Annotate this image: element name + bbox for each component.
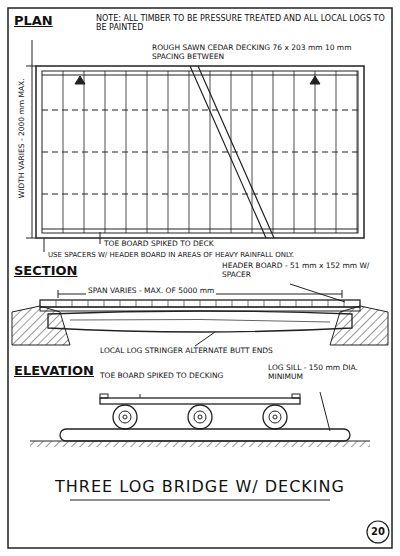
note: NOTE: ALL TIMBER TO BE PRESSURE TREATED … xyxy=(96,14,386,32)
view-heading: SECTION xyxy=(14,264,77,279)
title-underline xyxy=(70,499,330,500)
part-label: ROUGH SAWN CEDAR DECKING 76 x 203 mm 10 … xyxy=(150,44,364,61)
section-view xyxy=(12,284,388,346)
plan-view xyxy=(26,40,364,252)
part-label: LOG SILL - 150 mm DIA. MINIMUM xyxy=(268,364,388,381)
page-border xyxy=(8,8,392,548)
part-label: TOE BOARD SPIKED TO DECKING xyxy=(100,372,230,381)
view-heading: PLAN xyxy=(14,14,53,29)
page-number: 20 xyxy=(366,520,390,544)
dimension: WIDTH VARIES - 2000 mm MAX. xyxy=(18,38,27,238)
dimension: SPAN VARIES - MAX. OF 5000 mm xyxy=(86,287,216,296)
part-label: HEADER BOARD - 51 mm x 152 mm W/ SPACER xyxy=(222,262,382,279)
sheet-title: THREE LOG BRIDGE W/ DECKING xyxy=(20,478,380,496)
note: USE SPACERS W/ HEADER BOARD IN AREAS OF … xyxy=(48,251,393,259)
view-heading: ELEVATION xyxy=(14,364,94,379)
part-label: TOE BOARD SPIKED TO DECK xyxy=(104,240,304,249)
page-number-text: 20 xyxy=(367,521,389,542)
part-label: LOCAL LOG STRINGER ALTERNATE BUTT ENDS xyxy=(100,347,320,356)
elevation-view xyxy=(30,392,370,447)
